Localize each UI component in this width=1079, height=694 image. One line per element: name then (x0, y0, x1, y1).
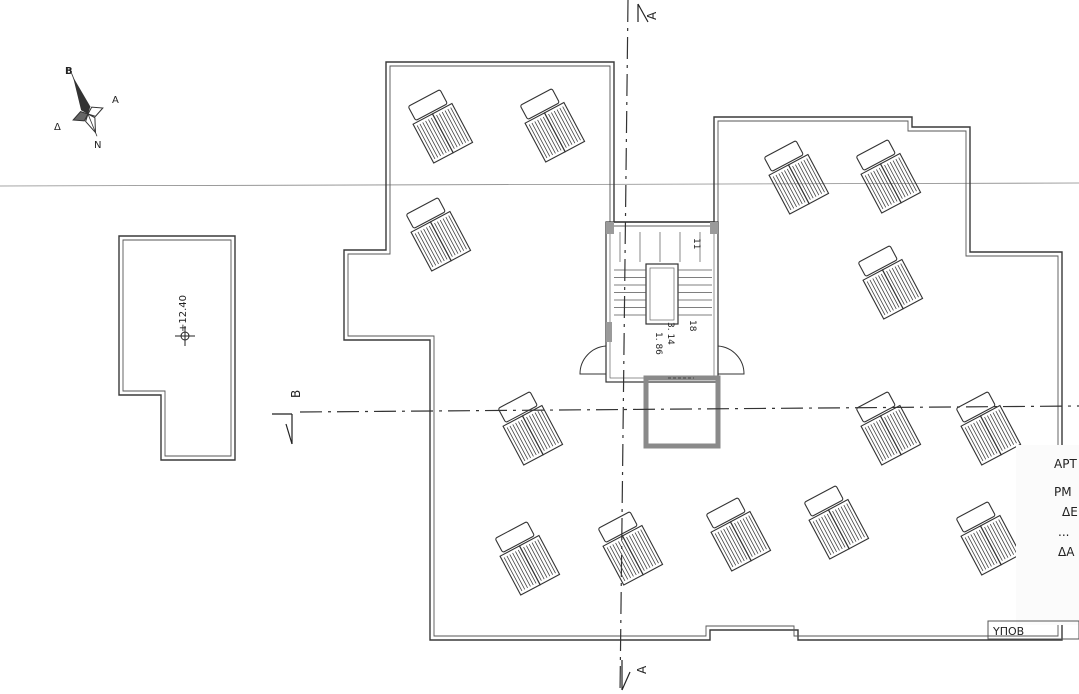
level-marker (175, 326, 195, 346)
section-marker-bottom (621, 660, 631, 691)
compass-west: Δ (54, 122, 61, 133)
legend-item-4: ... (1058, 525, 1069, 539)
section-label-bottom: A (635, 665, 649, 674)
section-label-left: B (289, 390, 303, 398)
legend-item-5: ΔΑ (1058, 545, 1075, 559)
solar-panel (598, 511, 664, 586)
section-label-top: A (645, 11, 659, 20)
left-roof-block: +12.40 (118, 235, 236, 461)
compass-south: N (94, 140, 101, 151)
stair-core (579, 221, 745, 449)
solar-panel (520, 88, 586, 163)
solar-panel (495, 521, 561, 596)
section-marker-left (272, 413, 293, 445)
compass-icon (71, 73, 104, 137)
compass-north: B (65, 66, 73, 77)
solar-panel (956, 501, 1022, 576)
title-block-text: ΥΠΟΒ (992, 625, 1024, 638)
solar-panel (856, 391, 922, 466)
section-marker-top (637, 3, 649, 23)
legend-item-1: ΑΡΤ (1054, 457, 1077, 471)
level-label: +12.40 (178, 295, 189, 332)
legend-item-2: ΡΜ (1054, 485, 1072, 499)
reference-line (0, 182, 1079, 187)
solar-panel (406, 197, 472, 272)
solar-panel (956, 391, 1022, 466)
stair-dimension-b: 3. 14 (665, 322, 675, 345)
solar-panel (804, 485, 870, 560)
compass-east: A (112, 95, 119, 106)
solar-panel (408, 89, 474, 164)
solar-panel (706, 497, 772, 572)
solar-panel (498, 391, 564, 466)
section-line-b (299, 405, 1079, 413)
legend: ΑΡΤ ΡΜ ΔΕ ... ΔΑ (1016, 445, 1079, 625)
solar-panel-group (406, 88, 1022, 596)
stair-count-top: 11 (691, 238, 701, 249)
stair-dimension-a: 1. 86 (653, 332, 663, 355)
building-outline (343, 61, 1063, 641)
solar-panel (856, 139, 922, 214)
section-line-a (619, 0, 629, 694)
legend-item-3: ΔΕ (1062, 505, 1078, 519)
stair-count-bottom: 18 (687, 320, 697, 332)
solar-panel (858, 245, 924, 320)
solar-panel (764, 140, 830, 215)
title-block: ΥΠΟΒ (987, 620, 1079, 640)
